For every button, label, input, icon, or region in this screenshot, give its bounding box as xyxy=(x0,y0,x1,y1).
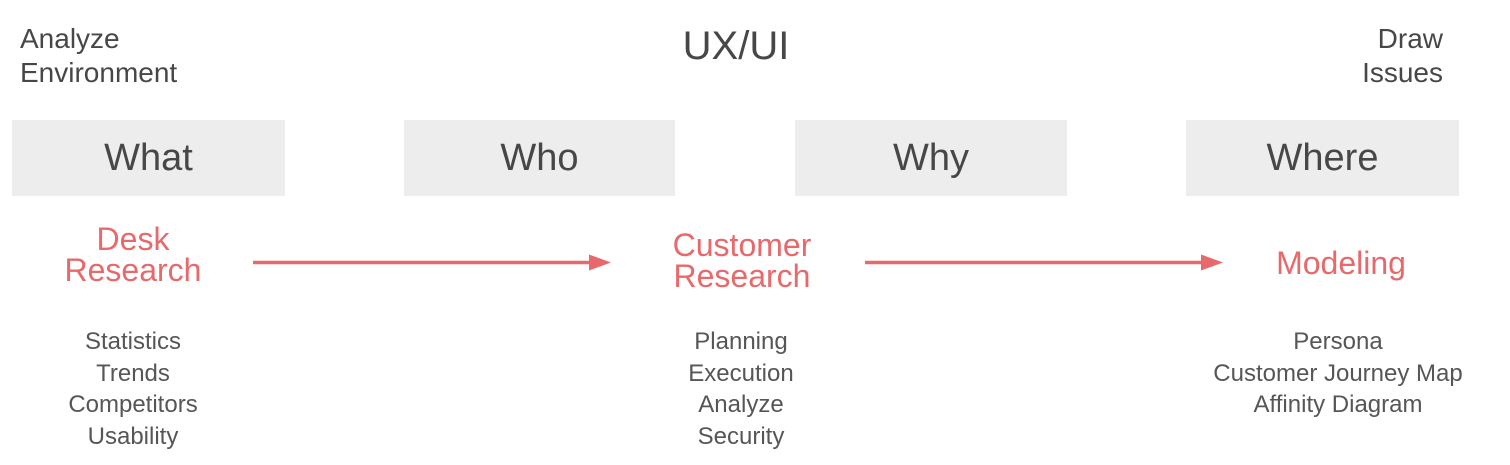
stage-title-desk-research: Desk Research xyxy=(13,221,253,288)
list-item: Planning xyxy=(694,328,788,355)
arrow-head xyxy=(589,254,611,271)
question-box-who-label: Who xyxy=(500,136,579,179)
question-box-what: What xyxy=(12,120,285,196)
stage-title-customer-research-line1: Customer xyxy=(672,227,812,263)
list-item: Analyze xyxy=(698,391,784,418)
question-box-why-label: Why xyxy=(893,136,969,179)
list-item: Trends xyxy=(96,359,170,387)
list-item: Affinity Diagram xyxy=(1253,391,1423,418)
stage-title-customer-research: Customer Research xyxy=(622,227,862,294)
stage-title-modeling-line1: Modeling xyxy=(1276,245,1406,281)
desk-research-items: Statistics Trends Competitors Usability xyxy=(13,326,253,452)
question-box-where-label: Where xyxy=(1266,136,1379,179)
list-item: Security xyxy=(697,422,785,450)
label-draw-issues: Draw Issues xyxy=(1362,22,1443,90)
label-draw-issues-line2: Issues xyxy=(1362,57,1443,88)
stage-title-customer-research-line2: Research xyxy=(673,258,811,294)
arrow-desk-to-customer-icon xyxy=(253,254,611,271)
list-item: Statistics xyxy=(84,328,182,355)
list-item: Persona xyxy=(1293,328,1383,355)
list-item: Usability xyxy=(87,422,179,450)
arrow-customer-to-modeling-icon xyxy=(865,254,1223,271)
list-item: Execution xyxy=(688,359,794,387)
question-box-why: Why xyxy=(795,120,1067,196)
stage-title-desk-research-line1: Desk xyxy=(96,221,170,257)
list-item: Competitors xyxy=(68,391,198,418)
question-box-where: Where xyxy=(1186,120,1459,196)
customer-research-items: Planning Execution Analyze Security xyxy=(621,326,861,452)
question-box-who: Who xyxy=(404,120,675,196)
list-item: Customer Journey Map xyxy=(1213,359,1463,387)
question-box-what-label: What xyxy=(104,136,193,179)
label-analyze-environment-line2: Environment xyxy=(20,57,178,88)
label-analyze-environment: Analyze Environment xyxy=(20,22,177,90)
label-draw-issues-line1: Draw xyxy=(1377,23,1443,54)
stage-title-desk-research-line2: Research xyxy=(64,252,202,288)
stage-title-modeling: Modeling xyxy=(1221,245,1461,281)
modeling-items: Persona Customer Journey Map Affinity Di… xyxy=(1188,326,1488,421)
arrow-head xyxy=(1201,254,1223,271)
label-analyze-environment-line1: Analyze xyxy=(20,23,120,54)
page-title: UX/UI xyxy=(682,24,790,68)
